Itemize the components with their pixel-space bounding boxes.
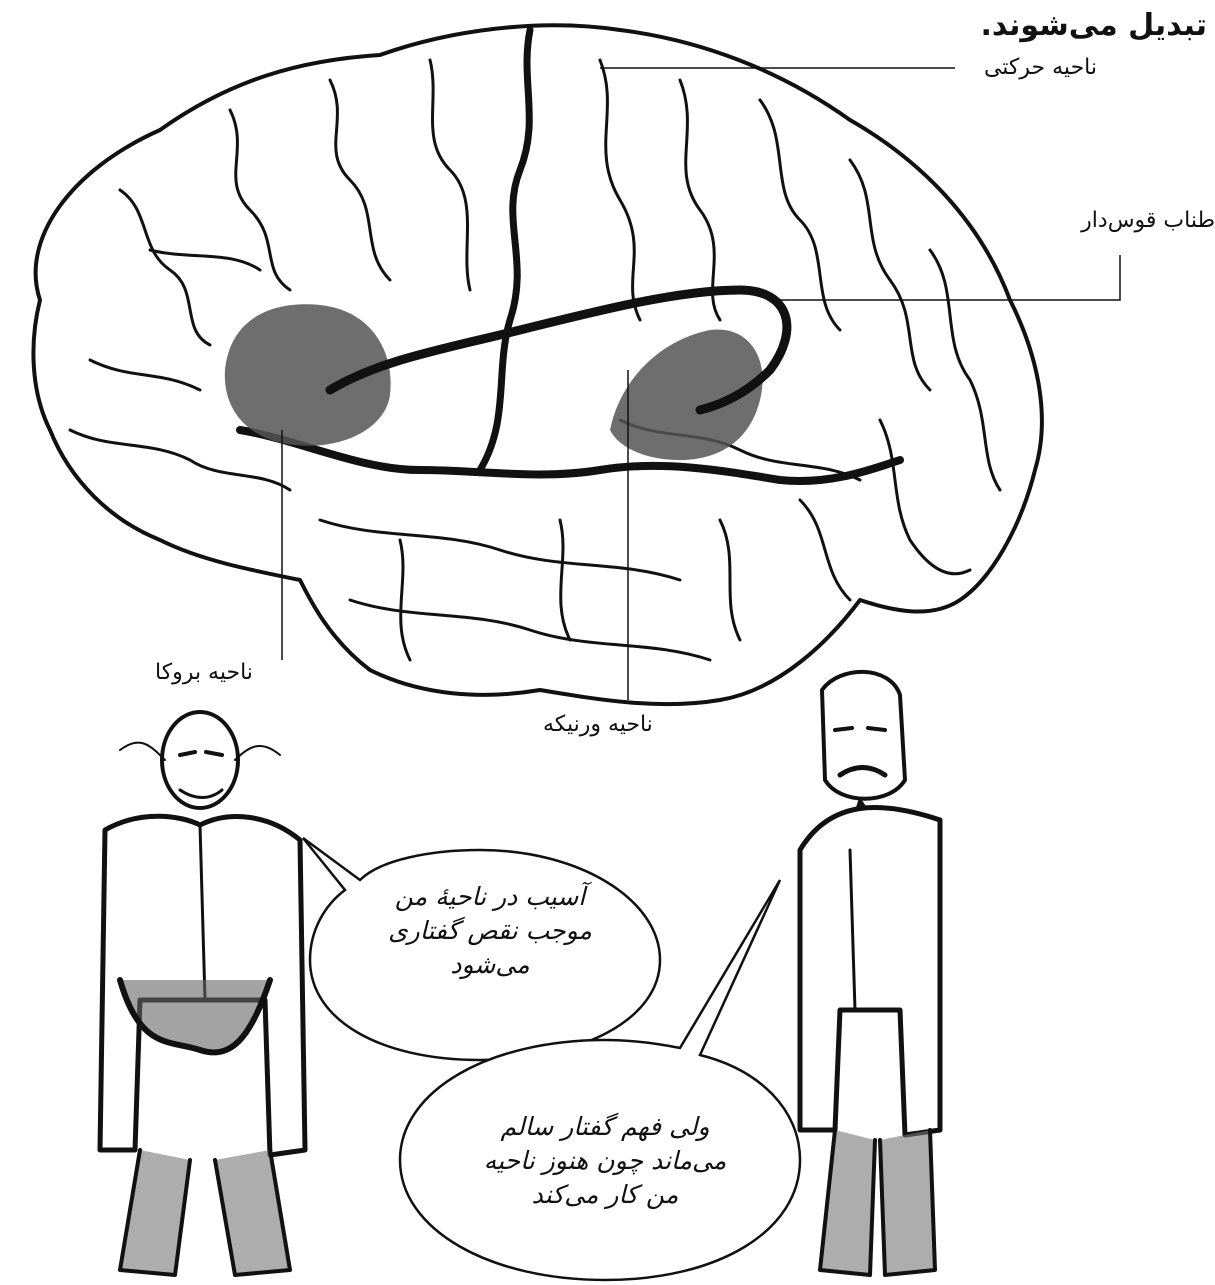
speech-broca-line-1: آسیب در ناحیهٔ من	[350, 880, 630, 914]
header-text: تبدیل می‌شوند.	[980, 8, 1207, 43]
brain-icon	[33, 25, 1041, 704]
label-motor-area: ناحیه حرکتی	[984, 55, 1097, 80]
wernicke-character-icon	[800, 672, 940, 1275]
speech-wernicke-line-2: می‌ماند چون هنوز ناحیه	[445, 1144, 765, 1178]
speech-broca-line-3: می‌شود	[350, 948, 630, 982]
label-wernicke-area: ناحیه ورنیکه	[543, 712, 653, 737]
label-broca-area: ناحیه بروکا	[155, 660, 253, 685]
broca-character-icon	[100, 712, 305, 1275]
speech-text-broca: آسیب در ناحیهٔ من موجب نقص گفتاری می‌شود	[350, 880, 630, 982]
speech-broca-line-2: موجب نقص گفتاری	[350, 914, 630, 948]
label-arcuate-fasciculus: طناب قوس‌دار	[1081, 208, 1215, 233]
speech-wernicke-line-3: من کار می‌کند	[445, 1178, 765, 1212]
speech-wernicke-line-1: ولی فهم گفتار سالم	[445, 1110, 765, 1144]
speech-text-wernicke: ولی فهم گفتار سالم می‌ماند چون هنوز ناحی…	[445, 1110, 765, 1212]
